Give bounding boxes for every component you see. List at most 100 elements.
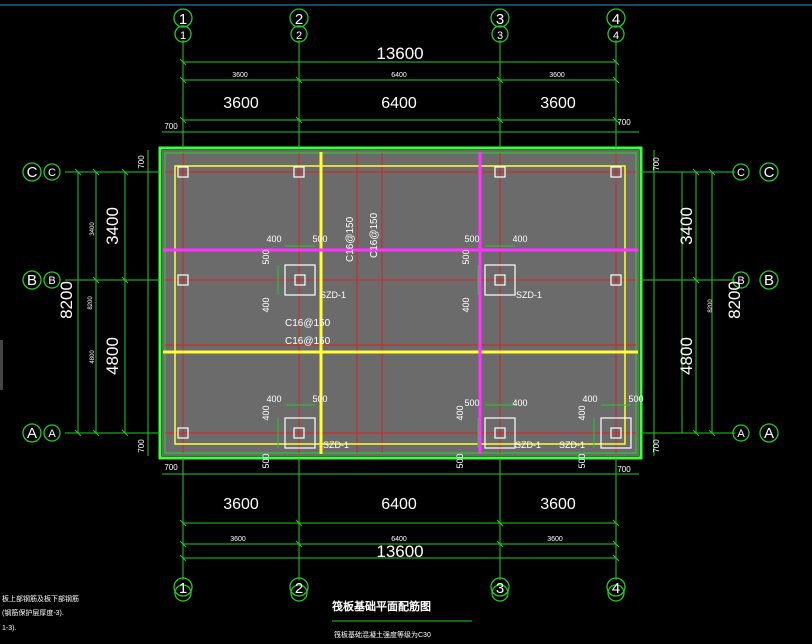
svg-text:B: B <box>737 275 744 287</box>
svg-text:400: 400 <box>512 234 527 244</box>
svg-text:400: 400 <box>266 234 281 244</box>
svg-text:6400: 6400 <box>391 536 407 543</box>
svg-text:4800: 4800 <box>90 350 96 364</box>
footing-label-b3: SZD-1 <box>516 290 542 300</box>
svg-text:500: 500 <box>464 234 479 244</box>
svg-text:2: 2 <box>296 30 302 42</box>
note-line-1: 板上部钢筋及板下部钢筋 <box>2 594 79 603</box>
svg-text:1: 1 <box>180 30 186 42</box>
grid-label-top-1: 1 <box>179 11 187 28</box>
title-block: 筏板基础平面配筋图 筏板基础混凝土强度等级为C30 <box>332 599 472 639</box>
magenta-beams <box>163 152 638 454</box>
grid-labels: 1 2 3 4 1 2 3 4 1 2 3 4 C B A C B A C B … <box>27 11 775 597</box>
svg-text:3: 3 <box>497 30 503 42</box>
svg-text:3600: 3600 <box>232 72 248 79</box>
dim-cb-left: 3400 <box>103 207 122 245</box>
svg-text:400: 400 <box>455 405 465 420</box>
rebar-labels: C16@150 C16@150 C16@150 C16@150 <box>285 212 380 347</box>
yellow-slab-band <box>174 165 626 445</box>
footing-label-a4: SZD-1 <box>559 440 585 450</box>
svg-text:700: 700 <box>652 157 661 171</box>
grid-label-top-3: 3 <box>496 11 504 28</box>
svg-text:500: 500 <box>461 249 471 264</box>
grid-label-left-a: A <box>27 425 37 442</box>
svg-text:500: 500 <box>312 234 327 244</box>
grid-label-top-4: 4 <box>612 11 620 28</box>
column-a1 <box>177 427 189 439</box>
svg-text:B: B <box>48 275 55 287</box>
column-c1 <box>177 166 189 178</box>
grid-label-left-c: C <box>27 164 38 181</box>
drawing-title: 筏板基础平面配筋图 <box>332 599 431 613</box>
footing-a4 <box>600 417 632 449</box>
vertical-dimension-texts: 3400 4800 8200 3400 4800 8200 700 700 34… <box>57 155 744 469</box>
svg-text:3600: 3600 <box>230 536 246 543</box>
svg-text:700: 700 <box>164 122 178 131</box>
svg-text:700: 700 <box>652 439 661 453</box>
svg-text:3600: 3600 <box>547 536 563 543</box>
footing-dim-lines <box>277 245 631 448</box>
svg-text:700: 700 <box>164 463 178 472</box>
svg-text:C: C <box>737 167 745 179</box>
dim-span-3-bottom: 3600 <box>540 496 576 513</box>
dim-total-top: 13600 <box>376 44 423 63</box>
column-b4 <box>610 274 622 286</box>
column-c4 <box>610 166 622 178</box>
drawing-note: 筏板基础混凝土强度等级为C30 <box>334 630 431 639</box>
grid-label-bottom-3: 3 <box>496 580 504 597</box>
yellow-beams <box>163 152 638 454</box>
dimension-texts: 13600 3600 6400 3600 3600 6400 3600 700 … <box>164 44 643 561</box>
side-marker <box>0 340 3 390</box>
dim-span-1-top: 3600 <box>223 95 259 112</box>
column-c3 <box>494 166 506 178</box>
grid-label-bottom-2: 2 <box>295 580 303 597</box>
svg-text:400: 400 <box>261 297 271 312</box>
axis-lines <box>165 153 636 453</box>
dim-ba-left: 4800 <box>103 337 122 375</box>
dim-total-bottom: 13600 <box>376 542 423 561</box>
footing-label-b2: SZD-1 <box>320 290 346 300</box>
footing-labels: SZD-1 SZD-1 SZD-1 SZD-1 SZD-1 <box>320 290 585 450</box>
svg-text:400: 400 <box>461 297 471 312</box>
svg-text:400: 400 <box>582 394 597 404</box>
svg-text:700: 700 <box>617 118 631 127</box>
grid-label-left-b: B <box>27 272 37 289</box>
svg-text:700: 700 <box>137 439 146 453</box>
svg-text:8200: 8200 <box>708 299 714 313</box>
column-c2 <box>293 166 305 178</box>
svg-text:700: 700 <box>617 465 631 474</box>
svg-text:8200: 8200 <box>88 296 94 310</box>
rebar-label-v1: C16@150 <box>345 216 356 262</box>
svg-text:A: A <box>48 428 56 440</box>
grid-label-bottom-1: 1 <box>179 580 187 597</box>
svg-text:3600: 3600 <box>549 72 565 79</box>
footings <box>284 264 632 449</box>
grid-bubbles <box>22 8 779 602</box>
dim-ba-right: 4800 <box>677 337 696 375</box>
dim-total-right: 8200 <box>725 281 744 319</box>
svg-text:500: 500 <box>577 453 587 468</box>
footing-a3 <box>484 417 516 449</box>
svg-text:400: 400 <box>512 398 527 408</box>
dim-span-3-top: 3600 <box>540 95 576 112</box>
footing-a2 <box>284 417 316 449</box>
svg-text:400: 400 <box>577 405 587 420</box>
extension-lines <box>65 40 735 580</box>
raft-slab <box>162 150 639 456</box>
svg-text:400: 400 <box>266 394 281 404</box>
footing-b2 <box>284 264 316 296</box>
svg-text:6400: 6400 <box>391 72 407 79</box>
svg-text:400: 400 <box>261 405 271 420</box>
svg-text:500: 500 <box>261 249 271 264</box>
svg-text:500: 500 <box>628 394 643 404</box>
footing-label-a2: SZD-1 <box>323 440 349 450</box>
slab-outline <box>158 146 643 460</box>
dim-span-2-bottom: 6400 <box>381 496 417 513</box>
general-notes: 板上部钢筋及板下部钢筋 (钢筋保护层厚度-3). 1-3). <box>2 594 79 632</box>
svg-text:500: 500 <box>312 394 327 404</box>
svg-text:C: C <box>48 167 56 179</box>
footing-label-a3: SZD-1 <box>515 440 541 450</box>
svg-text:500: 500 <box>261 453 271 468</box>
svg-text:500: 500 <box>455 453 465 468</box>
